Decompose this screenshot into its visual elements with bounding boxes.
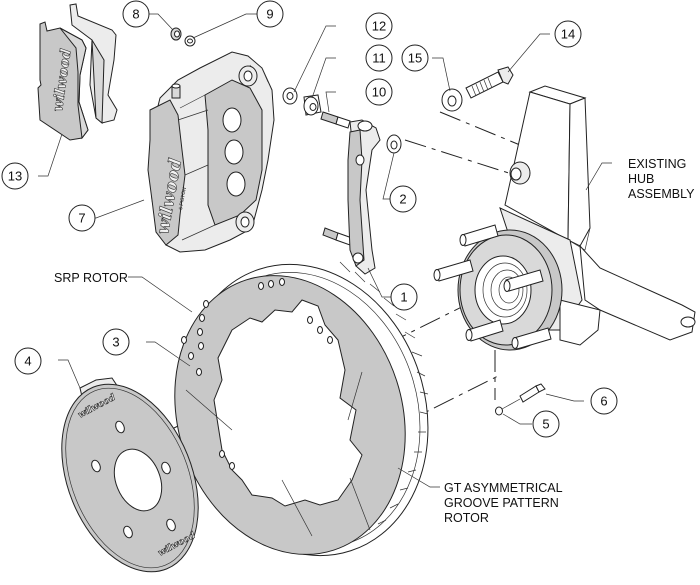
callout-8: 8: [122, 0, 150, 28]
caliper-mount-hardware: [282, 87, 353, 246]
callout-7: 7: [68, 204, 96, 232]
callout-number: 5: [542, 417, 549, 432]
gt-rotor-label-line2: GROOVE PATTERN: [444, 496, 559, 510]
callout-number: 2: [399, 192, 406, 207]
callout-number: 12: [372, 19, 386, 34]
callout-number: 10: [372, 85, 386, 100]
caliper-bracket: [347, 119, 381, 275]
caliper-piston-marking: 6 PISTON: [178, 187, 188, 211]
callout-6: 6: [590, 387, 618, 415]
callout-12: 12: [365, 12, 393, 40]
callout-number: 7: [78, 211, 85, 226]
hat-bolt-hardware: [495, 383, 546, 416]
hub-label-line1: EXISTING: [628, 157, 686, 171]
bleeder-parts: [170, 27, 196, 47]
label-srp-rotor: SRP ROTOR: [54, 271, 128, 285]
callout-number: 6: [600, 394, 607, 409]
callout-11: 11: [365, 44, 393, 72]
brake-pads: wilwood: [37, 3, 118, 141]
label-existing-hub: EXISTING HUB ASSEMBLY: [628, 157, 695, 201]
callout-number: 9: [266, 7, 273, 22]
srp-rotor-label: SRP ROTOR: [54, 271, 128, 285]
callout-number: 8: [132, 7, 139, 22]
leader-lines: [38, 13, 612, 488]
rotor-hat: wilwood wilwood: [61, 377, 199, 573]
hub-label-line2: HUB: [628, 172, 654, 186]
callout-3: 3: [102, 328, 130, 356]
callout-number: 15: [408, 51, 422, 66]
callout-number: 1: [400, 290, 407, 305]
rotor-drill-holes: [181, 278, 333, 470]
callout-2: 2: [389, 185, 417, 213]
callout-1: 1: [390, 283, 418, 311]
callout-10: 10: [365, 78, 393, 106]
callout-number: 3: [112, 335, 119, 350]
caliper: wilwood 6 PISTON: [147, 51, 275, 253]
rotor: [174, 261, 429, 557]
callout-number: 4: [24, 354, 31, 369]
callout-14: 14: [554, 20, 582, 48]
bracket-spacer: [386, 134, 402, 154]
gt-rotor-label-line3: ROTOR: [444, 511, 489, 525]
callout-9: 9: [256, 0, 284, 28]
hub-label-line3: ASSEMBLY: [628, 187, 695, 201]
callout-13: 13: [1, 162, 29, 190]
callout-15: 15: [401, 44, 429, 72]
gt-rotor-label-line1: GT ASYMMETRICAL: [444, 481, 563, 495]
wheel-studs: [433, 224, 552, 350]
callout-number: 11: [372, 51, 386, 66]
label-gt-rotor: GT ASYMMETRICAL GROOVE PATTERN ROTOR: [444, 481, 563, 525]
bracket-bolt-hardware: [441, 66, 514, 112]
callout-5: 5: [532, 410, 560, 438]
callout-number: 13: [8, 169, 22, 184]
callout-number: 14: [561, 27, 575, 42]
existing-hub-assembly: [433, 85, 696, 351]
callout-4: 4: [14, 347, 42, 375]
